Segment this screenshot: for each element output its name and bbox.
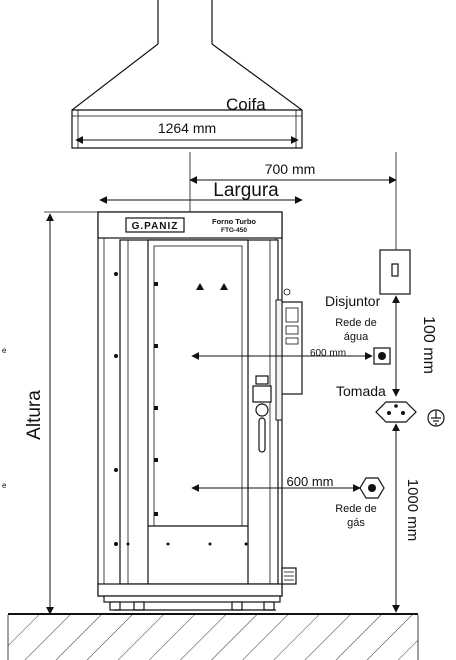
left-edge-fragment-2: e bbox=[2, 481, 7, 490]
model-name-line2: FTG-450 bbox=[221, 227, 247, 234]
gas-connection-icon bbox=[359, 477, 385, 499]
clearance-right-label: 700 mm bbox=[265, 161, 316, 177]
gas-height-label: 600 mm bbox=[287, 474, 334, 489]
door-handle bbox=[252, 375, 272, 453]
circuit-breaker-icon bbox=[379, 249, 411, 295]
brand-plate bbox=[125, 217, 185, 233]
outlet-label: Tomada bbox=[336, 383, 386, 399]
hood bbox=[71, 0, 303, 149]
height-label: Altura bbox=[24, 390, 45, 440]
model-name-line1: Forno Turbo bbox=[212, 217, 256, 226]
hood-width-label: 1264 mm bbox=[158, 120, 216, 136]
breaker-label: Disjuntor bbox=[325, 293, 381, 309]
gas-supply-label-line2: gás bbox=[347, 517, 365, 529]
brand-name: G.PANIZ bbox=[132, 221, 179, 232]
outlet-height-label: 1000 mm bbox=[404, 479, 421, 542]
control-panel bbox=[281, 288, 303, 395]
width-label: Largura bbox=[213, 180, 279, 201]
water-connection-icon bbox=[373, 347, 391, 365]
water-supply-label-line2: água bbox=[344, 331, 369, 343]
hood-label: Coifa bbox=[226, 95, 266, 114]
oven-feet bbox=[103, 595, 281, 611]
water-height-label: 600 mm bbox=[310, 348, 346, 359]
floor bbox=[7, 613, 419, 660]
power-outlet-icon bbox=[375, 401, 417, 423]
left-edge-fragment-1: e bbox=[2, 346, 7, 355]
water-supply-label-line1: Rede de bbox=[335, 317, 377, 329]
oven bbox=[97, 211, 303, 611]
ground-symbol-icon bbox=[427, 409, 445, 427]
gas-supply-label-line1: Rede de bbox=[335, 503, 377, 515]
breaker-to-outlet-label: 100 mm bbox=[420, 316, 437, 374]
